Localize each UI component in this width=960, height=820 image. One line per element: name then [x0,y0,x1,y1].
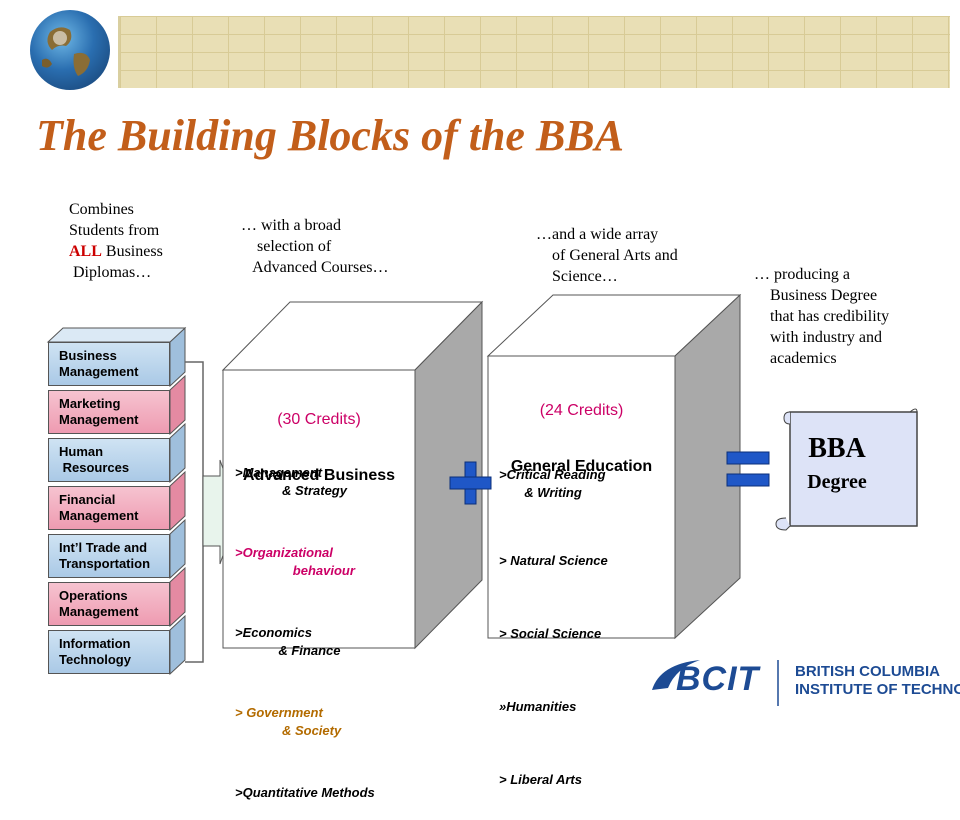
page-title: The Building Blocks of the BBA [36,111,624,160]
general-item: > Social Science [499,626,602,641]
diploma-intl-trade: Int’l Trade and Transportation [48,534,170,578]
diploma-label: Marketing Management [59,396,139,427]
advanced-item: > Government & Society [235,705,342,738]
bcit-swoosh-icon [652,660,700,690]
diploma-label: Human Resources [59,444,130,475]
general-header: (24 Credits) General Education [488,366,675,494]
diploma-operations-management: Operations Management [48,582,170,626]
wide-array-note: …and a wide array of General Arts and Sc… [536,226,678,285]
diploma-marketing-management: Marketing Management [48,390,170,434]
advanced-heading: Advanced Business [242,467,396,484]
equals-icon [726,451,770,487]
combines-business: Business [101,243,163,260]
advanced-cube-shape [221,300,484,650]
producing-note: … producing a Business Degree that has c… [754,266,890,367]
diploma-business-management: Business Management [48,342,170,386]
general-heading: General Education [510,458,653,475]
diploma-financial-management: Financial Management [48,486,170,530]
diploma-label: Operations Management [59,588,139,619]
diploma-label: Information Technology [59,636,131,667]
general-item: > Liberal Arts [499,772,582,787]
diploma-label: Int’l Trade and Transportation [59,540,151,571]
diploma-label: Business Management [59,348,139,379]
bcit-logo-mark: BCIT [676,660,760,698]
advanced-credits: (30 Credits) [277,411,361,428]
diagram-shapes [46,293,918,706]
advanced-item: >Management & Strategy [235,465,347,498]
combines-note: Combines Students from ALL Business Dipl… [69,199,163,283]
degree-title: BBA [808,433,866,464]
general-cube-shape [486,293,742,640]
advanced-header: (30 Credits) Advanced Business [223,375,415,503]
degree-subtitle: Degree [807,471,867,493]
combines-line-2: Students from [69,222,160,239]
combines-line-4: Diplomas… [69,264,152,281]
diploma-human-resources: Human Resources [48,438,170,482]
general-course-list: >Critical Reading & Writing > Natural Sc… [499,430,673,807]
general-item: > Natural Science [499,553,608,568]
globe-icon [30,10,110,90]
general-item: »Humanities [499,699,577,714]
advanced-item: >Quantitative Methods [235,785,375,800]
diploma-side-faces [46,326,187,676]
combines-line-1: Combines [69,201,134,218]
stack-bracket [185,361,204,663]
all-emphasis: ALL [69,243,102,260]
general-item: >Critical Reading & Writing [499,467,606,500]
plus-icon [449,461,492,505]
advanced-item: >Economics & Finance [235,625,341,658]
broad-selection-note: … with a broad selection of Advanced Cou… [241,217,389,276]
world-map-banner [118,16,950,88]
diploma-information-technology: Information Technology [48,630,170,674]
diploma-stack: Business Management Marketing Management… [0,0,170,674]
advanced-item: >Organizational behaviour [235,545,355,578]
diploma-label: Financial Management [59,492,139,523]
advanced-course-list: >Management & Strategy >Organizational b… [235,428,413,820]
general-credits: (24 Credits) [539,402,624,419]
degree-scroll [775,408,918,531]
bcit-institution-name: BRITISH COLUMBIA INSTITUTE OF TECHNOLOGY [795,663,960,698]
